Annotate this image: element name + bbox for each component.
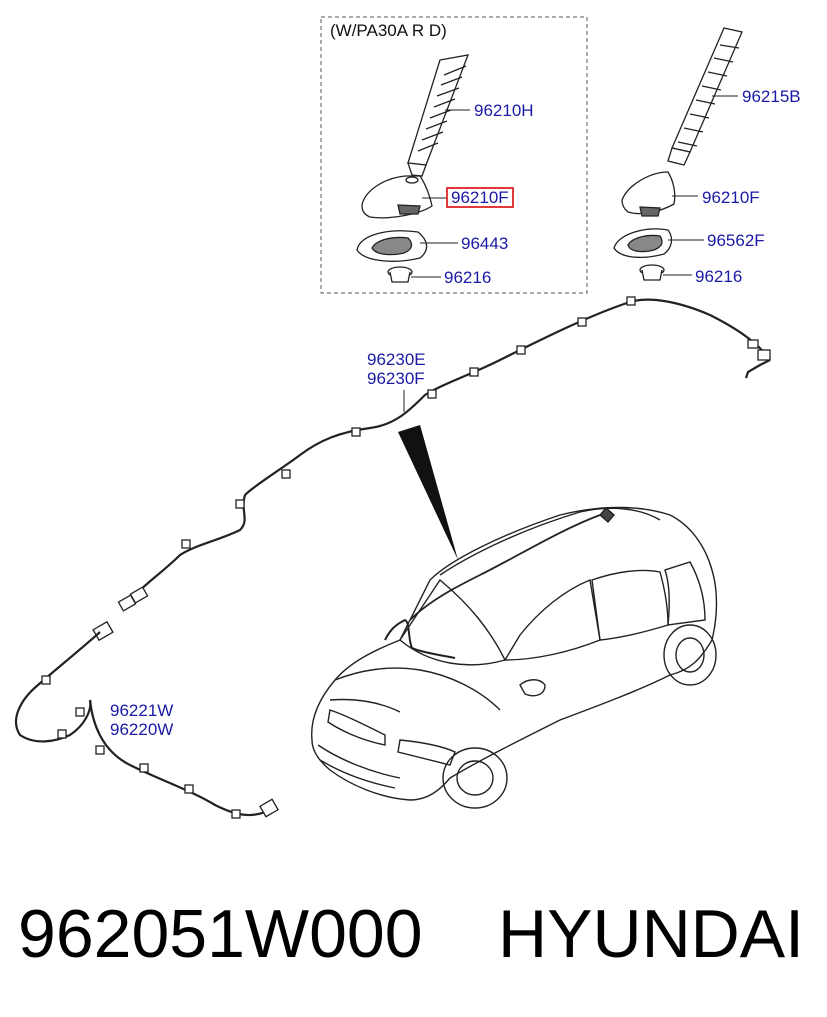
gasket-left bbox=[356, 230, 428, 262]
label-antenna-base-left-highlighted[interactable]: 96210F bbox=[446, 187, 514, 208]
label-nut-left[interactable]: 96216 bbox=[444, 268, 492, 287]
label-roof-cable-1[interactable]: 96230E bbox=[367, 350, 426, 369]
option-box bbox=[320, 16, 588, 294]
antenna-base-left bbox=[361, 175, 433, 219]
nut-right bbox=[639, 264, 665, 281]
label-front-cable-1[interactable]: 96221W bbox=[110, 701, 174, 720]
label-nut-right[interactable]: 96216 bbox=[695, 267, 743, 286]
antenna-base-right bbox=[621, 171, 676, 217]
front-cable-clips bbox=[41, 675, 279, 819]
parts-diagram: (W/PA30A R D) 96210H 96210F 96443 96216 … bbox=[14, 16, 801, 819]
label-gasket-left[interactable]: 96443 bbox=[461, 234, 509, 253]
brand-name: HYUNDAI bbox=[498, 896, 805, 972]
roof-cable bbox=[134, 298, 771, 596]
antenna-rod-left bbox=[407, 54, 470, 177]
roof-cable-clips bbox=[181, 296, 771, 549]
label-gasket-right[interactable]: 96562F bbox=[707, 231, 765, 250]
nut-left bbox=[387, 266, 413, 283]
cable-connectors bbox=[92, 586, 149, 642]
option-label: (W/PA30A R D) bbox=[330, 21, 447, 40]
label-antenna-rod-right[interactable]: 96215B bbox=[742, 87, 801, 106]
label-antenna-rod-left[interactable]: 96210H bbox=[474, 101, 534, 120]
label-front-cable-2[interactable]: 96220W bbox=[110, 720, 174, 739]
gasket-right bbox=[613, 228, 673, 259]
diagram-drawing bbox=[14, 16, 771, 819]
label-antenna-base-right[interactable]: 96210F bbox=[702, 188, 760, 207]
car-illustration bbox=[311, 506, 718, 809]
antenna-rod-right bbox=[667, 27, 743, 166]
callout-pointer bbox=[398, 425, 458, 560]
part-number: 962051W000 bbox=[18, 896, 423, 972]
label-roof-cable-2[interactable]: 96230F bbox=[367, 369, 425, 388]
